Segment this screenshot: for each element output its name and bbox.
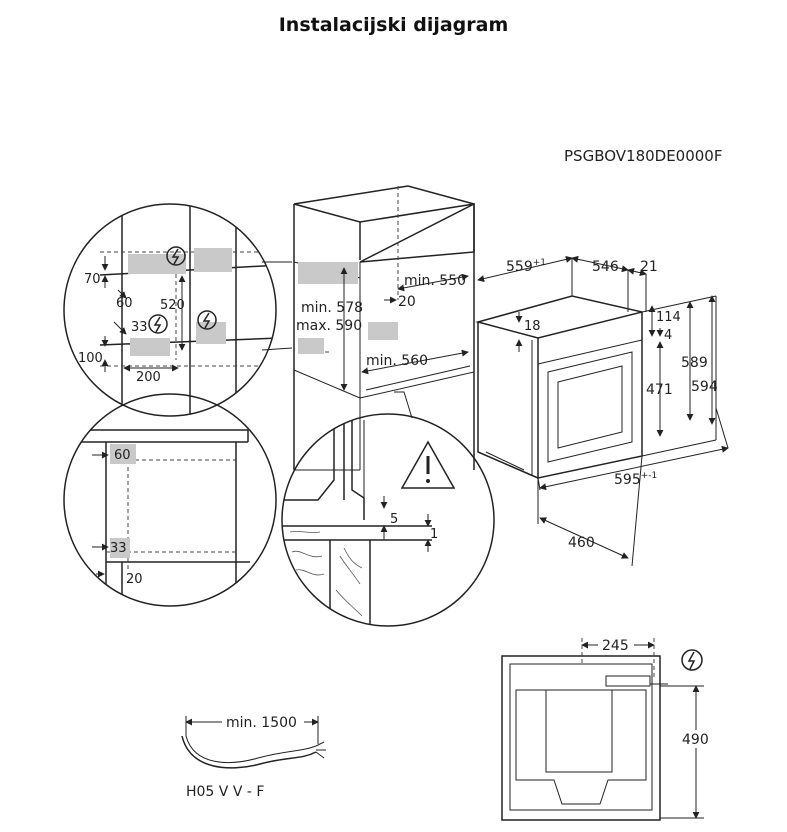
dim-594: 594	[691, 379, 718, 395]
dim-100: 100	[78, 351, 103, 366]
dim-595: 595+-1	[614, 471, 657, 488]
dim-min-560: min. 560	[366, 353, 428, 369]
dim-21: 21	[640, 259, 658, 275]
dim-20-lower: 20	[126, 572, 143, 587]
model-code: PSGBOV180DE0000F	[564, 147, 722, 165]
dim-18: 18	[524, 319, 541, 334]
dim-60: 60	[116, 296, 133, 311]
dim-460: 460	[568, 535, 595, 551]
dim-60-lower: 60	[114, 448, 131, 463]
oven-back-view	[501, 655, 668, 821]
dim-5: 5	[390, 512, 398, 527]
dim-4: 4	[664, 328, 672, 343]
zoom-circle-upper	[63, 203, 293, 417]
dim-245: 245	[602, 638, 629, 654]
cable-length-label: min. 1500	[226, 715, 297, 731]
dim-114: 114	[656, 310, 681, 325]
dim-520: 520	[160, 298, 185, 313]
zoom-circle-lower	[63, 393, 277, 607]
cable-type: H05 V V - F	[186, 784, 264, 800]
oven-drawing	[475, 295, 643, 479]
zoom-circle-detail	[281, 413, 495, 627]
dim-33: 33	[131, 320, 148, 335]
dim-min-550: min. 550	[404, 273, 466, 289]
electric-connection-icon	[197, 310, 217, 330]
dim-471: 471	[646, 382, 673, 398]
dim-max-590: max. 590	[296, 318, 362, 334]
dim-33-lower: 33	[110, 541, 127, 556]
electric-connection-icon	[148, 314, 168, 334]
electric-connection-icon	[166, 246, 186, 266]
dim-70: 70	[84, 272, 101, 287]
electric-connection-icon	[681, 649, 703, 671]
dim-490: 490	[682, 732, 709, 748]
dim-589: 589	[681, 355, 708, 371]
dim-min-578: min. 578	[301, 300, 363, 316]
dim-1: 1	[430, 527, 438, 542]
dim-20-niche: 20	[398, 294, 416, 310]
dim-559: 559+1	[506, 258, 546, 275]
dim-200: 200	[136, 370, 161, 385]
dim-546: 546	[592, 259, 619, 275]
warning-triangle-icon	[400, 440, 456, 489]
page-title: Instalacijski dijagram	[278, 14, 509, 36]
